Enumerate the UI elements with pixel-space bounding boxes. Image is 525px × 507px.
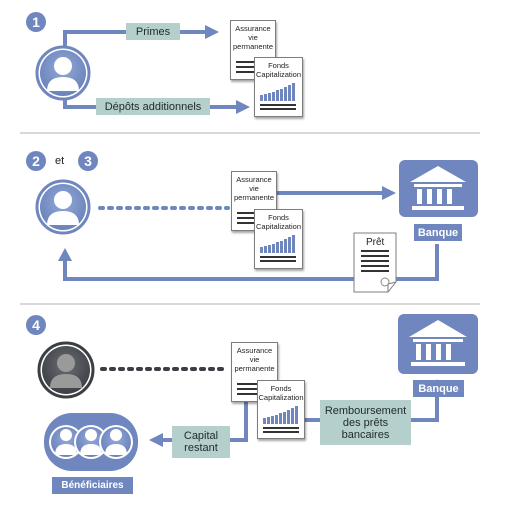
beneficiaries-label: Bénéficiaires — [52, 477, 133, 494]
insurance-doc-title: Assurance vie permanente — [234, 346, 275, 373]
fund-doc-title: Fonds Capitalization — [255, 213, 302, 231]
fund-document: Fonds Capitalization — [257, 380, 305, 439]
insurance-doc-title: Assurance vie permanente — [233, 175, 275, 202]
insurance-doc-title: Assurance vie permanente — [232, 24, 274, 51]
person-icon — [35, 45, 91, 101]
step-number-4: 4 — [26, 315, 46, 335]
arrow-head — [205, 25, 219, 39]
arrow-head — [382, 186, 396, 200]
beneficiaries-icon — [44, 413, 138, 471]
arrow-head — [58, 248, 72, 261]
person-icon-deceased — [37, 341, 95, 399]
step-number-1: 1 — [26, 12, 46, 32]
bank-icon — [398, 314, 478, 374]
remboursement-label: Remboursement des prêts bancaires — [320, 400, 411, 445]
step-number-2: 2 — [26, 151, 46, 171]
bar-chart-icon — [263, 406, 299, 433]
insurance-document: Assurance vie permanente — [230, 20, 276, 80]
fund-doc-title: Fonds Capitalization — [258, 384, 304, 402]
loan-document — [353, 232, 397, 293]
person-icon — [35, 179, 91, 235]
bar-chart-icon — [260, 83, 296, 110]
fund-document: Fonds Capitalization — [254, 57, 303, 117]
primes-label: Primes — [126, 23, 180, 40]
step-number-3: 3 — [78, 151, 98, 171]
and-label: et — [55, 155, 65, 167]
loan-label: Prêt — [366, 237, 385, 248]
bank-label: Banque — [414, 224, 462, 241]
loan-return-arrow — [63, 244, 439, 281]
fund-document: Fonds Capitalization — [254, 209, 303, 269]
depots-label: Dépôts additionnels — [96, 98, 210, 115]
bank-label: Banque — [413, 380, 464, 397]
fund-doc-title: Fonds Capitalization — [255, 61, 302, 79]
arrow-head — [149, 433, 163, 447]
bank-icon — [399, 160, 478, 217]
arrow-head — [236, 100, 250, 114]
capital-restant-label: Capital restant — [172, 426, 230, 458]
bar-chart-icon — [260, 235, 296, 262]
